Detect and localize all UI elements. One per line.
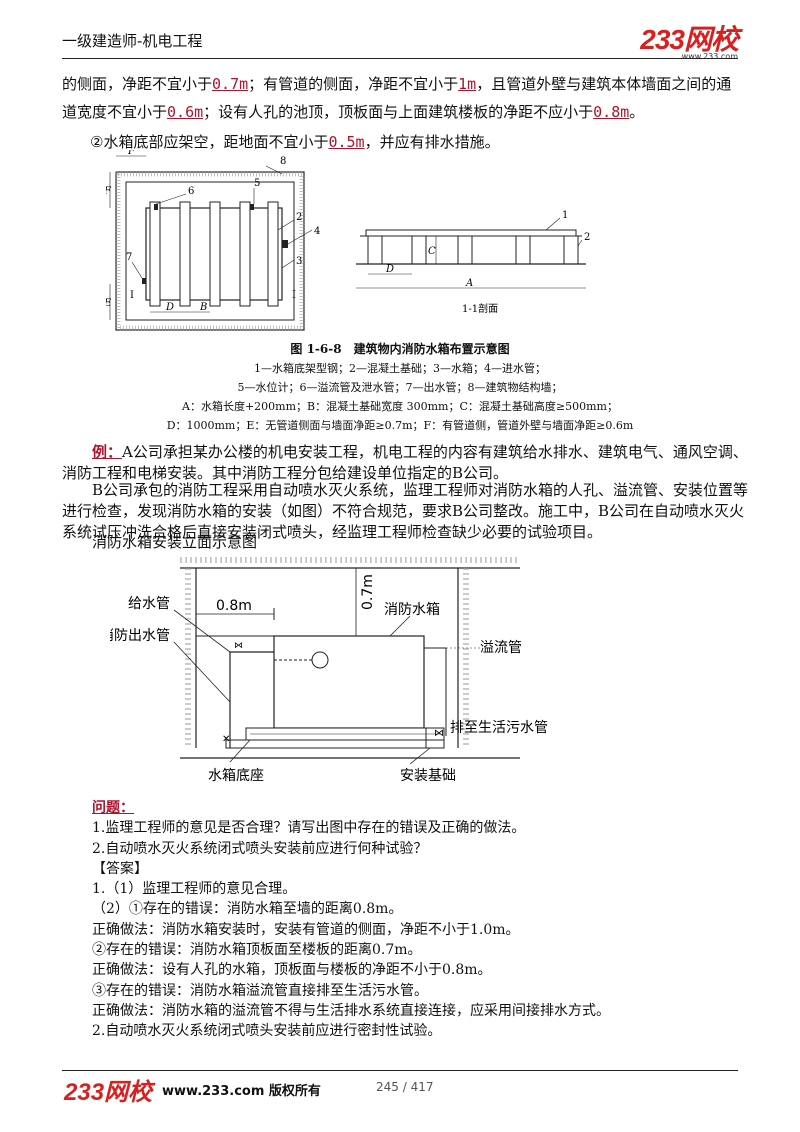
answer-line: ③存在的错误：消防水箱溢流管直接排至生活污水管。 <box>92 982 428 999</box>
label-install-foundation: 安装基础 <box>400 767 456 784</box>
dim-C: C <box>428 246 436 257</box>
concrete-base <box>267 201 279 307</box>
label-6: 6 <box>188 186 194 197</box>
dim-vertical: 0.7m <box>360 574 376 610</box>
text: 。 <box>629 103 645 121</box>
dim-D-section: D <box>385 264 394 275</box>
section-base <box>515 235 531 265</box>
text: ；有管道的侧面，净距不宜小于 <box>248 75 459 93</box>
concrete-base <box>179 201 191 307</box>
label-fire-tank: 消防水箱 <box>384 602 440 618</box>
tank-elevation-figure: ⋈ ✕ ⋈ 0.8m 0.7m 给水管 消防出水管 消防水箱 溢流管 排至生活污… <box>110 557 548 784</box>
float-valve <box>311 651 329 669</box>
svg-text:⋈: ⋈ <box>234 641 243 651</box>
figure-caption-line: 5—水位计；6—溢流管及泄水管；7—出水管；8—建筑物结构墙； <box>237 381 563 394</box>
label-3: 3 <box>296 256 302 267</box>
answer-line: 正确做法：消防水箱的溢流管不得与生活排水系统直接连接，应采用间接排水方式。 <box>92 1002 610 1019</box>
figure-caption-line: A：水箱长度+200mm；B：混凝土基础宽度 300mm；C：混凝土基础高度≥5… <box>182 400 618 413</box>
highlight-value: 1m <box>458 75 477 93</box>
footer-rule <box>62 1070 738 1071</box>
figure-caption-line: 1—水箱底架型钢；2—混凝土基础；3—水箱；4—进水管； <box>254 362 546 375</box>
label-4: 4 <box>314 226 320 237</box>
svg-text:⋈: ⋈ <box>434 728 444 739</box>
concrete-base <box>239 201 251 307</box>
figure2-label: 消防水箱安装立面示意图 <box>92 533 258 551</box>
dim-horizontal: 0.8m <box>216 598 252 614</box>
dim-B-plan: B <box>199 302 207 313</box>
case-paragraph-2: B公司承包的消防工程采用自动喷水灭火系统，监理工程师对消防水箱的人孔、溢流管、安… <box>62 481 749 541</box>
dim-D-plan: D <box>165 302 174 313</box>
text: ②水箱底部应架空，距地面不宜小于 <box>90 133 329 151</box>
highlight-value: 0.8m <box>593 103 630 121</box>
fire-water-tank <box>273 635 425 729</box>
wall-inner <box>125 181 295 321</box>
concrete-base <box>149 201 161 307</box>
section-label-2: 2 <box>584 232 590 243</box>
answer-heading: 【答案】 <box>92 860 148 877</box>
answer-line: ②存在的错误：消防水箱顶板面至楼板的距离0.7m。 <box>92 942 422 959</box>
label-2: 2 <box>296 212 302 223</box>
highlight-value: 0.6m <box>167 103 204 121</box>
install-foundation <box>225 739 445 749</box>
dim-F-side: F <box>106 186 112 197</box>
section-base <box>411 235 427 265</box>
dim-A: A <box>465 278 473 289</box>
dim-E: E <box>106 298 112 309</box>
text: ，并应有排水措施。 <box>364 133 500 151</box>
questions-heading: 问题： <box>92 800 134 816</box>
label-fire-outlet-pipe: 消防出水管 <box>110 628 170 644</box>
svg-text:✕: ✕ <box>222 734 230 745</box>
section-base <box>367 235 383 265</box>
text: ，且管道外壁与建筑本体墙面之间的通道宽度不宜小于 <box>62 75 732 121</box>
footer-logo: 233网校 <box>64 1079 153 1106</box>
concrete-base <box>209 201 221 307</box>
label-supply-pipe: 给水管 <box>128 596 170 612</box>
label-5: 5 <box>254 178 260 189</box>
logo-url: www.233.com <box>681 52 738 61</box>
text: A公司承担某办公楼的机电安装工程，机电工程的内容有建筑给水排水、建筑电气、通风空… <box>62 443 748 482</box>
logo-text: 233网校 <box>640 24 739 55</box>
answer-line: （2）①存在的错误：消防水箱至墙的距离0.8m。 <box>92 901 403 918</box>
page-number: 245 / 417 <box>376 1080 434 1094</box>
label-drain-to-sewage: 排至生活污水管 <box>450 720 548 736</box>
dim-F-top: F <box>127 150 136 157</box>
qa-block: 问题： 1.监理工程师的意见是否合理？请写出图中存在的错误及正确的做法。 2.自… <box>92 798 752 1042</box>
figure-caption-title: 图 1-6-8 建筑物内消防水箱布置示意图 <box>290 342 510 356</box>
label-7: 7 <box>126 252 132 263</box>
question-2: 2.自动喷水灭火系统闭式喷头安装前应进行何种试验？ <box>92 840 428 857</box>
svg-text:I: I <box>292 290 296 301</box>
footer-site-text: www.233.com 版权所有 <box>162 1084 321 1099</box>
case-paragraph-1: 例：A公司承担某办公楼的机电安装工程，机电工程的内容有建筑给水排水、建筑电气、通… <box>62 442 752 484</box>
answer-line: 1.（1）监理工程师的意见合理。 <box>92 881 297 898</box>
highlight-value: 0.7m <box>212 75 249 93</box>
section-title: 1-1剖面 <box>462 302 498 315</box>
label-overflow-pipe: 溢流管 <box>480 640 522 656</box>
label-tank-base: 水箱底座 <box>208 768 264 784</box>
section-label-1: 1 <box>562 210 568 221</box>
section-beam <box>365 229 577 237</box>
intro-paragraph-1: 的侧面，净距不宜小于0.7m；有管道的侧面，净距不宜小于1m，且管道外壁与建筑本… <box>62 70 742 126</box>
question-1: 1.监理工程师的意见是否合理？请写出图中存在的错误及正确的做法。 <box>92 820 526 837</box>
example-label: 例： <box>92 443 123 461</box>
text: ；设有人孔的池顶，顶板面与上面建筑楼板的净距不应小于 <box>203 103 594 121</box>
highlight-value: 0.5m <box>328 133 365 151</box>
answer-line: 正确做法：设有人孔的水箱，顶板面与楼板的净距不小于0.8m。 <box>92 962 492 979</box>
answer-line: 正确做法：消防水箱安装时，安装有管道的侧面，净距不小于1.0m。 <box>92 921 520 938</box>
svg-text:I: I <box>130 290 134 301</box>
intro-paragraph-2: ②水箱底部应架空，距地面不宜小于0.5m，并应有排水措施。 <box>62 128 742 156</box>
answer-line: 2.自动喷水灭火系统闭式喷头安装前应进行密封性试验。 <box>92 1023 442 1040</box>
text: 的侧面，净距不宜小于 <box>62 75 213 93</box>
figure-caption-line: D：1000mm；E：无管道侧面与墙面净距≥0.7m；F：有管道侧，管道外壁与墙… <box>166 419 634 432</box>
header-rule <box>62 58 738 59</box>
doc-header-title: 一级建造师-机电工程 <box>62 32 203 50</box>
section-base <box>563 235 579 265</box>
brand-logo: 233网校 www.233.com <box>640 18 739 61</box>
section-base <box>457 235 473 265</box>
water-tank-layout-figure: 8 5 6 2 4 3 7 F F E D B I I 1 2 C D A 1-… <box>106 150 590 331</box>
label-8: 8 <box>280 156 286 167</box>
